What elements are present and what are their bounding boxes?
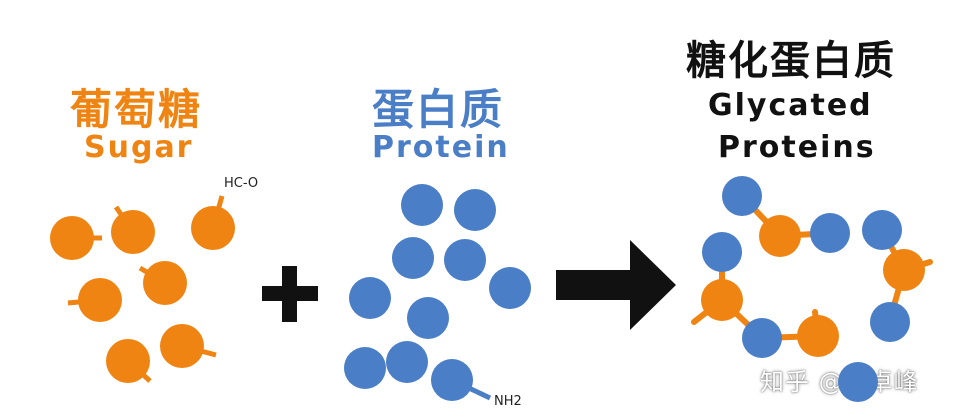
protein-bead bbox=[810, 213, 850, 253]
protein-molecule bbox=[454, 189, 496, 231]
protein-bead bbox=[722, 176, 762, 216]
protein-bead bbox=[702, 232, 742, 272]
sugar-bead bbox=[701, 279, 743, 321]
protein-molecule bbox=[401, 184, 443, 226]
protein-molecules bbox=[344, 184, 531, 401]
glycated-title-en-line2: Proteins bbox=[718, 130, 876, 165]
sugar-group-label: HC-O bbox=[224, 176, 259, 191]
glycated-protein-chain bbox=[691, 176, 933, 402]
sugar-molecule bbox=[111, 210, 155, 254]
sugar-title-en: Sugar bbox=[84, 130, 194, 165]
protein-molecule bbox=[431, 359, 473, 401]
sugar-bead bbox=[797, 315, 839, 357]
sugar-molecule bbox=[106, 339, 150, 383]
protein-bead bbox=[870, 302, 910, 342]
sugar-title-zh: 葡萄糖 bbox=[70, 85, 203, 134]
glycated-title-zh: 糖化蛋白质 bbox=[686, 38, 896, 84]
sugar-bead bbox=[883, 249, 925, 291]
glycated-title-en-line1: Glycated bbox=[708, 88, 873, 123]
protein-molecule bbox=[407, 297, 449, 339]
sugar-molecule bbox=[50, 216, 94, 260]
protein-molecule bbox=[349, 277, 391, 319]
right-arrow-icon bbox=[556, 240, 676, 330]
protein-bead bbox=[838, 362, 878, 402]
protein-molecule bbox=[489, 267, 531, 309]
protein-title-zh: 蛋白质 bbox=[372, 85, 505, 134]
protein-title-en: Protein bbox=[372, 130, 510, 165]
protein-bead bbox=[862, 210, 902, 250]
sugar-molecule bbox=[143, 261, 187, 305]
protein-molecule bbox=[344, 347, 386, 389]
protein-molecule bbox=[392, 237, 434, 279]
protein-group-label: NH2 bbox=[494, 394, 522, 409]
sugar-molecule bbox=[191, 206, 235, 250]
protein-molecule bbox=[386, 341, 428, 383]
plus-icon bbox=[262, 266, 318, 322]
sugar-molecule bbox=[78, 278, 122, 322]
protein-bead bbox=[742, 318, 782, 358]
sugar-bead bbox=[759, 215, 801, 257]
sugar-molecule bbox=[160, 324, 204, 368]
sugar-molecules bbox=[50, 195, 235, 383]
protein-molecule bbox=[444, 239, 486, 281]
